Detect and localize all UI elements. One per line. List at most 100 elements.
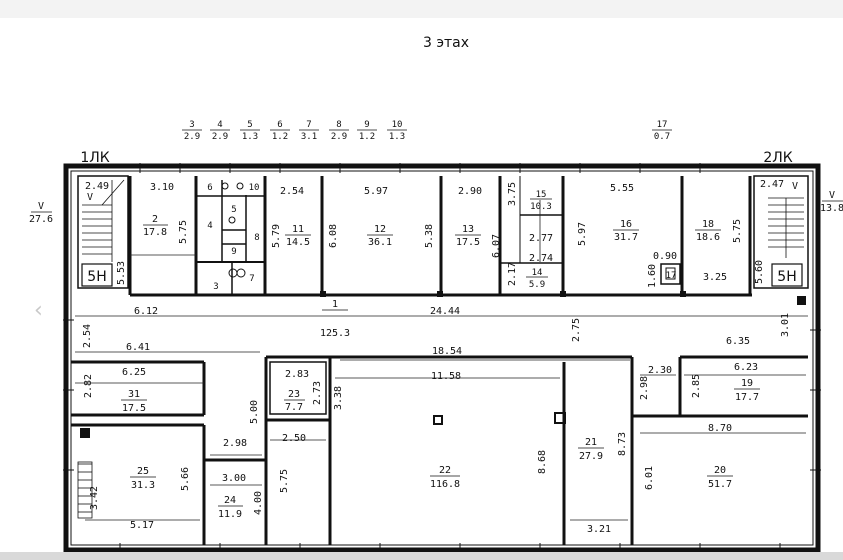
fixture-icons <box>221 182 676 280</box>
dimension-label: 5.60 <box>754 260 765 284</box>
room-area: 18.6 <box>696 232 720 243</box>
outer-wall <box>63 163 821 553</box>
dimension-label: 3.10 <box>150 182 174 193</box>
dimension-label: 5.17 <box>130 520 154 531</box>
stairs <box>77 179 804 519</box>
legend-area: 1.3 <box>389 132 405 142</box>
legend-area: 1.2 <box>272 132 288 142</box>
floor-title: 3 этах <box>423 35 469 51</box>
dimension-label: 5.53 <box>116 261 127 285</box>
right-stairwell <box>753 175 809 289</box>
dimension-label: 5.66 <box>180 467 191 491</box>
dimension-label: 3.38 <box>333 386 344 410</box>
walls <box>63 163 821 553</box>
dimension-label: 2.73 <box>312 381 323 405</box>
column <box>320 291 326 297</box>
dimension-label: 2.98 <box>223 438 247 449</box>
left-side-value: 27.6 <box>29 214 53 225</box>
dimension-label: 0.90 <box>653 251 677 262</box>
legend-num: 8 <box>336 120 341 130</box>
dimension-label: 6.07 <box>491 234 502 258</box>
right-stair-code: 5Н <box>777 269 796 285</box>
room-number: 5 <box>231 205 236 215</box>
dimension-label: 5.55 <box>610 183 634 194</box>
room-number: 8 <box>254 233 259 243</box>
dimension-label: 6.01 <box>644 466 655 490</box>
room-labels: 1 125.3 2 17.8 11 14.5 12 36.1 13 17.5 1… <box>121 190 760 520</box>
column <box>797 296 806 305</box>
column <box>437 291 443 297</box>
column <box>560 291 566 297</box>
dimension-label: 3.21 <box>587 524 611 535</box>
room-number: 17 <box>666 271 677 281</box>
room-area: 27.9 <box>579 451 603 462</box>
dimension-label: 2.17 <box>507 262 518 286</box>
dimension-label: 5.79 <box>271 224 282 248</box>
bottom-scroll-strip <box>0 552 843 560</box>
room-number: 21 <box>585 437 597 448</box>
dimension-label: 5.38 <box>424 224 435 248</box>
room-area: 17.5 <box>122 403 146 414</box>
legend-area: 2.9 <box>331 132 347 142</box>
dimension-label: 5.75 <box>279 469 290 493</box>
column <box>433 415 443 425</box>
room-area: 10.3 <box>530 202 552 212</box>
dimension-label: 6.08 <box>328 224 339 248</box>
legend-area: 1.2 <box>359 132 375 142</box>
room-number: 20 <box>714 465 726 476</box>
dimension-label: 2.90 <box>458 186 482 197</box>
room-area: 116.8 <box>430 479 460 490</box>
dimension-label: 5.00 <box>249 400 260 424</box>
dimension-label: 2.54 <box>280 186 304 197</box>
legend-num: 10 <box>392 120 403 130</box>
dimension-label: 24.44 <box>430 306 460 317</box>
room-number: 7 <box>249 274 254 284</box>
room-area: 51.7 <box>708 479 732 490</box>
legend-num: 3 <box>189 120 194 130</box>
fixture-icon <box>665 267 676 280</box>
room-number: 9 <box>231 247 236 257</box>
dimension-label: 2.85 <box>691 374 702 398</box>
room-number: 4 <box>207 221 212 231</box>
stair-code-boxes <box>81 263 803 287</box>
room-number: 10 <box>249 183 260 193</box>
dimension-label: 18.54 <box>432 346 462 357</box>
column <box>680 291 686 297</box>
dimension-lines <box>75 200 808 521</box>
sink-icon <box>236 182 244 190</box>
room-number: 13 <box>462 224 474 235</box>
dimension-label: 4.00 <box>253 491 264 515</box>
dimension-label: 6.12 <box>134 306 158 317</box>
room-17-box <box>660 263 681 285</box>
dimension-label: 1.60 <box>647 264 658 288</box>
dimension-labels: 3.10 5.75 5.53 2.54 5.79 5.97 6.08 5.38 … <box>82 182 791 535</box>
legend-num: 9 <box>364 120 369 130</box>
room-area: 31.7 <box>614 232 638 243</box>
column <box>80 428 90 438</box>
room-area: 17.7 <box>735 392 759 403</box>
dimension-label: 3.75 <box>507 182 518 206</box>
legend-area: 1.3 <box>242 132 258 142</box>
stair-arrow-icon: V <box>87 192 93 203</box>
dimension-label: 8.68 <box>537 450 548 474</box>
dimension-label: 2.98 <box>639 376 650 400</box>
room-number: 25 <box>137 466 149 477</box>
dimension-label: 2.74 <box>529 253 553 264</box>
room-number: 3 <box>213 282 218 292</box>
left-stairwell <box>77 175 129 289</box>
right-stair-height: 2.47 <box>760 179 784 190</box>
room-number: 1 <box>332 299 338 310</box>
legend-num: 4 <box>217 120 222 130</box>
room-area: 36.1 <box>368 237 392 248</box>
prev-image-arrow-icon[interactable]: ‹ <box>34 298 43 323</box>
legend-area: 2.9 <box>184 132 200 142</box>
toilet-icon <box>228 268 238 278</box>
left-stair-label: 1ЛК <box>80 150 109 166</box>
dimension-label: 5.97 <box>364 186 388 197</box>
left-stair-code: 5Н <box>87 269 106 285</box>
dimension-label: 8.73 <box>617 432 628 456</box>
sink-icon <box>228 216 236 224</box>
dimension-label: 11.58 <box>431 371 461 382</box>
dimension-label: 6.41 <box>126 342 150 353</box>
